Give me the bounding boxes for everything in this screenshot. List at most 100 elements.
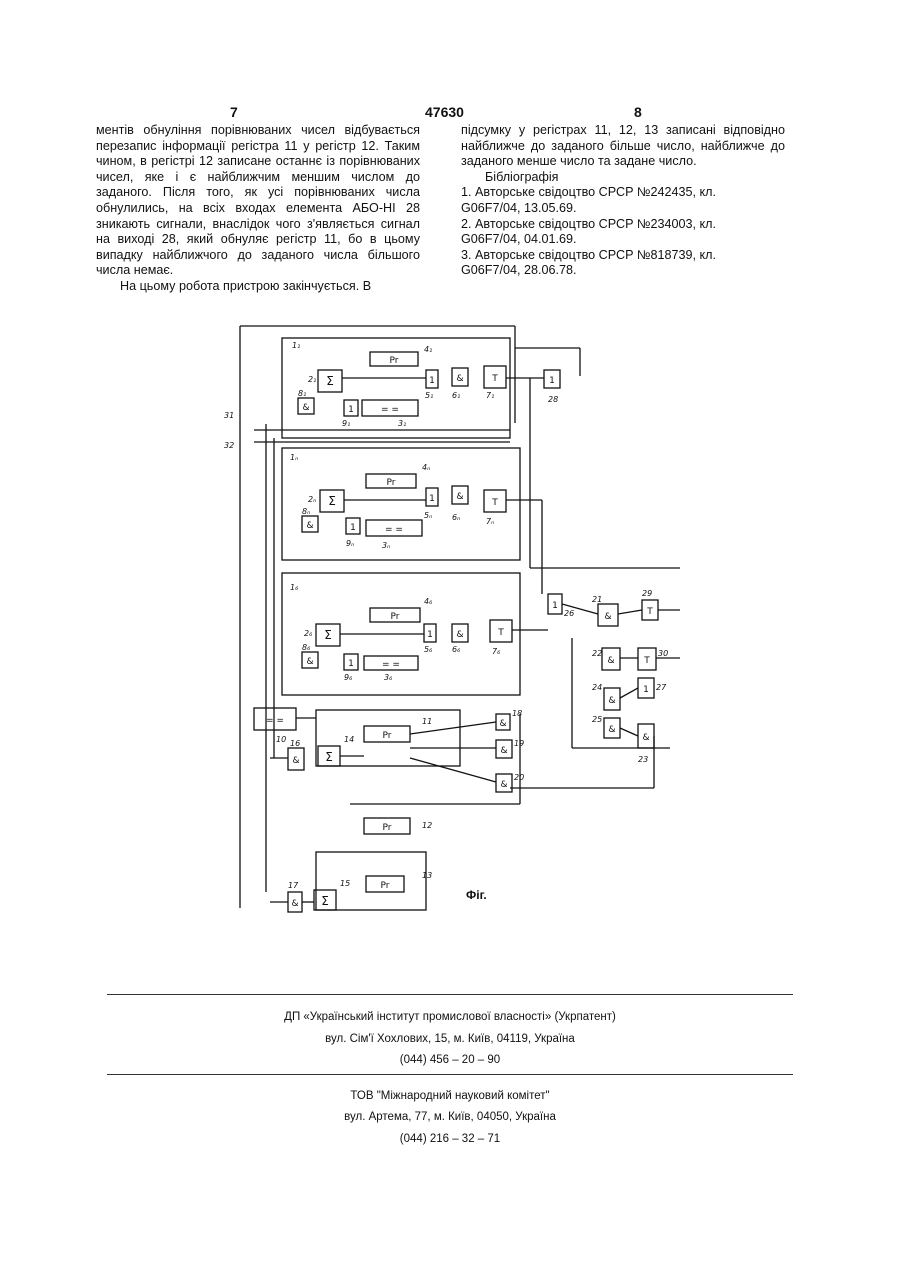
printer-name: ТОВ "Міжнародний науковий комітет" (0, 1090, 900, 1102)
publisher-phone: (044) 456 – 20 – 90 (0, 1054, 900, 1066)
and-gate: & (608, 725, 615, 735)
figure-label: 28 (548, 395, 558, 404)
figure-label: 22 (592, 649, 602, 658)
and-gate: & (642, 733, 649, 743)
or-gate: 1 (348, 659, 354, 669)
figure-label: 5₁ (425, 391, 433, 400)
figure-label: 13 (422, 871, 432, 880)
adder-block: Σ (328, 494, 336, 508)
footer-divider (107, 1074, 793, 1075)
right-column: підсумку у регістрах 11, 12, 13 записані… (461, 123, 785, 279)
figure-label: 6₆ (452, 645, 461, 654)
left-paragraph: На цьому робота пристрою закінчується. В (96, 279, 420, 295)
adder-block: Σ (326, 374, 334, 388)
figure-caption: Фіг. (466, 888, 487, 902)
figure-label: 4₁ (424, 345, 432, 354)
trigger-block: T (491, 498, 498, 508)
reference-tail: G06F7/04, 28.06.78. (461, 263, 785, 279)
figure-label: 24 (592, 683, 602, 692)
publisher-name: ДП «Український інститут промислової вла… (0, 1011, 900, 1023)
comparator-block: = = (266, 716, 284, 726)
figure-label: 9₆ (344, 673, 353, 682)
figure-label: 18 (512, 709, 522, 718)
figure-label: 5ₙ (424, 511, 432, 520)
reference-item: 1. Авторське свідоцтво СРСР №242435, кл. (461, 185, 785, 201)
figure-label: 4ₙ (422, 463, 430, 472)
register-block: Pr (383, 823, 392, 833)
footer-divider (107, 994, 793, 995)
figure-label: 23 (638, 755, 648, 764)
register-block: Pr (381, 881, 390, 891)
page-number-left: 7 (230, 104, 238, 120)
reference-tail: G06F7/04, 13.05.69. (461, 201, 785, 217)
circuit-diagram: Pr Σ & 1 = = 1 & T 1 Pr Σ & 1 = = 1 & T … (210, 318, 690, 918)
and-gate: & (500, 746, 507, 756)
and-gate: & (500, 780, 507, 790)
trigger-block: T (646, 607, 653, 617)
register-block: Pr (387, 478, 396, 488)
figure-label: 21 (592, 595, 602, 604)
register-block: Pr (390, 356, 399, 366)
and-gate: & (292, 756, 299, 766)
printer-phone: (044) 216 – 32 – 71 (0, 1133, 900, 1145)
figure-label: 11 (422, 717, 432, 726)
or-gate: 1 (552, 601, 558, 611)
register-block: Pr (391, 612, 400, 622)
figure-label: 3ₙ (382, 541, 390, 550)
figure-label: 32 (224, 441, 234, 450)
or-gate: 1 (549, 376, 555, 386)
or-gate: 1 (429, 494, 435, 504)
figure-label: 16 (290, 739, 300, 748)
figure-label: 1₁ (292, 341, 300, 350)
and-gate: & (499, 719, 506, 729)
and-gate: & (607, 656, 614, 666)
register-block: Pr (383, 731, 392, 741)
figure-label: 29 (642, 589, 652, 598)
comparator-block: = = (385, 525, 403, 535)
trigger-block: T (643, 656, 650, 666)
right-paragraph: підсумку у регістрах 11, 12, 13 записані… (461, 123, 785, 170)
figure-label: 7₆ (492, 647, 501, 656)
figure-label: 20 (514, 773, 524, 782)
or-gate: 1 (643, 685, 649, 695)
figure-label: 9ₙ (346, 539, 354, 548)
and-gate: & (302, 403, 309, 413)
trigger-block: T (497, 628, 504, 638)
and-gate: & (456, 374, 463, 384)
or-gate: 1 (348, 405, 354, 415)
or-gate: 1 (427, 630, 433, 640)
and-gate: & (604, 612, 611, 622)
trigger-block: T (491, 374, 498, 384)
adder-block: Σ (325, 750, 333, 764)
left-column: ментів обнуління порівнюваних чисел відб… (96, 123, 420, 295)
comparator-block: = = (381, 405, 399, 415)
figure-label: 3₁ (398, 419, 406, 428)
and-gate: & (306, 657, 313, 667)
reference-tail: G06F7/04, 04.01.69. (461, 232, 785, 248)
figure-label: 6₁ (452, 391, 460, 400)
figure-label: 17 (288, 881, 299, 890)
publisher-address: вул. Сім'ї Хохлових, 15, м. Київ, 04119,… (0, 1033, 900, 1045)
figure-label: 1ₙ (290, 453, 298, 462)
and-gate: & (608, 696, 615, 706)
figure-label: 8₁ (298, 389, 306, 398)
figure-label: 8₆ (302, 643, 311, 652)
left-paragraph: ментів обнуління порівнюваних чисел відб… (96, 123, 420, 279)
figure-label: 1₆ (290, 583, 299, 592)
adder-block: Σ (321, 894, 329, 908)
figure-label: 19 (514, 739, 524, 748)
figure-label: 2ₙ (308, 495, 316, 504)
figure-label: 15 (340, 879, 350, 888)
figure-label: 2₆ (304, 629, 313, 638)
figure-label: 30 (658, 649, 668, 658)
figure-label: 10 (276, 735, 286, 744)
figure-label: 27 (656, 683, 667, 692)
and-gate: & (306, 521, 313, 531)
comparator-block: = = (382, 660, 400, 670)
figure-label: 25 (592, 715, 602, 724)
figure-label: 7₁ (486, 391, 494, 400)
figure-label: 4₆ (424, 597, 433, 606)
figure-label: 6ₙ (452, 513, 460, 522)
figure-label: 5₆ (424, 645, 433, 654)
figure-label: 9₁ (342, 419, 350, 428)
